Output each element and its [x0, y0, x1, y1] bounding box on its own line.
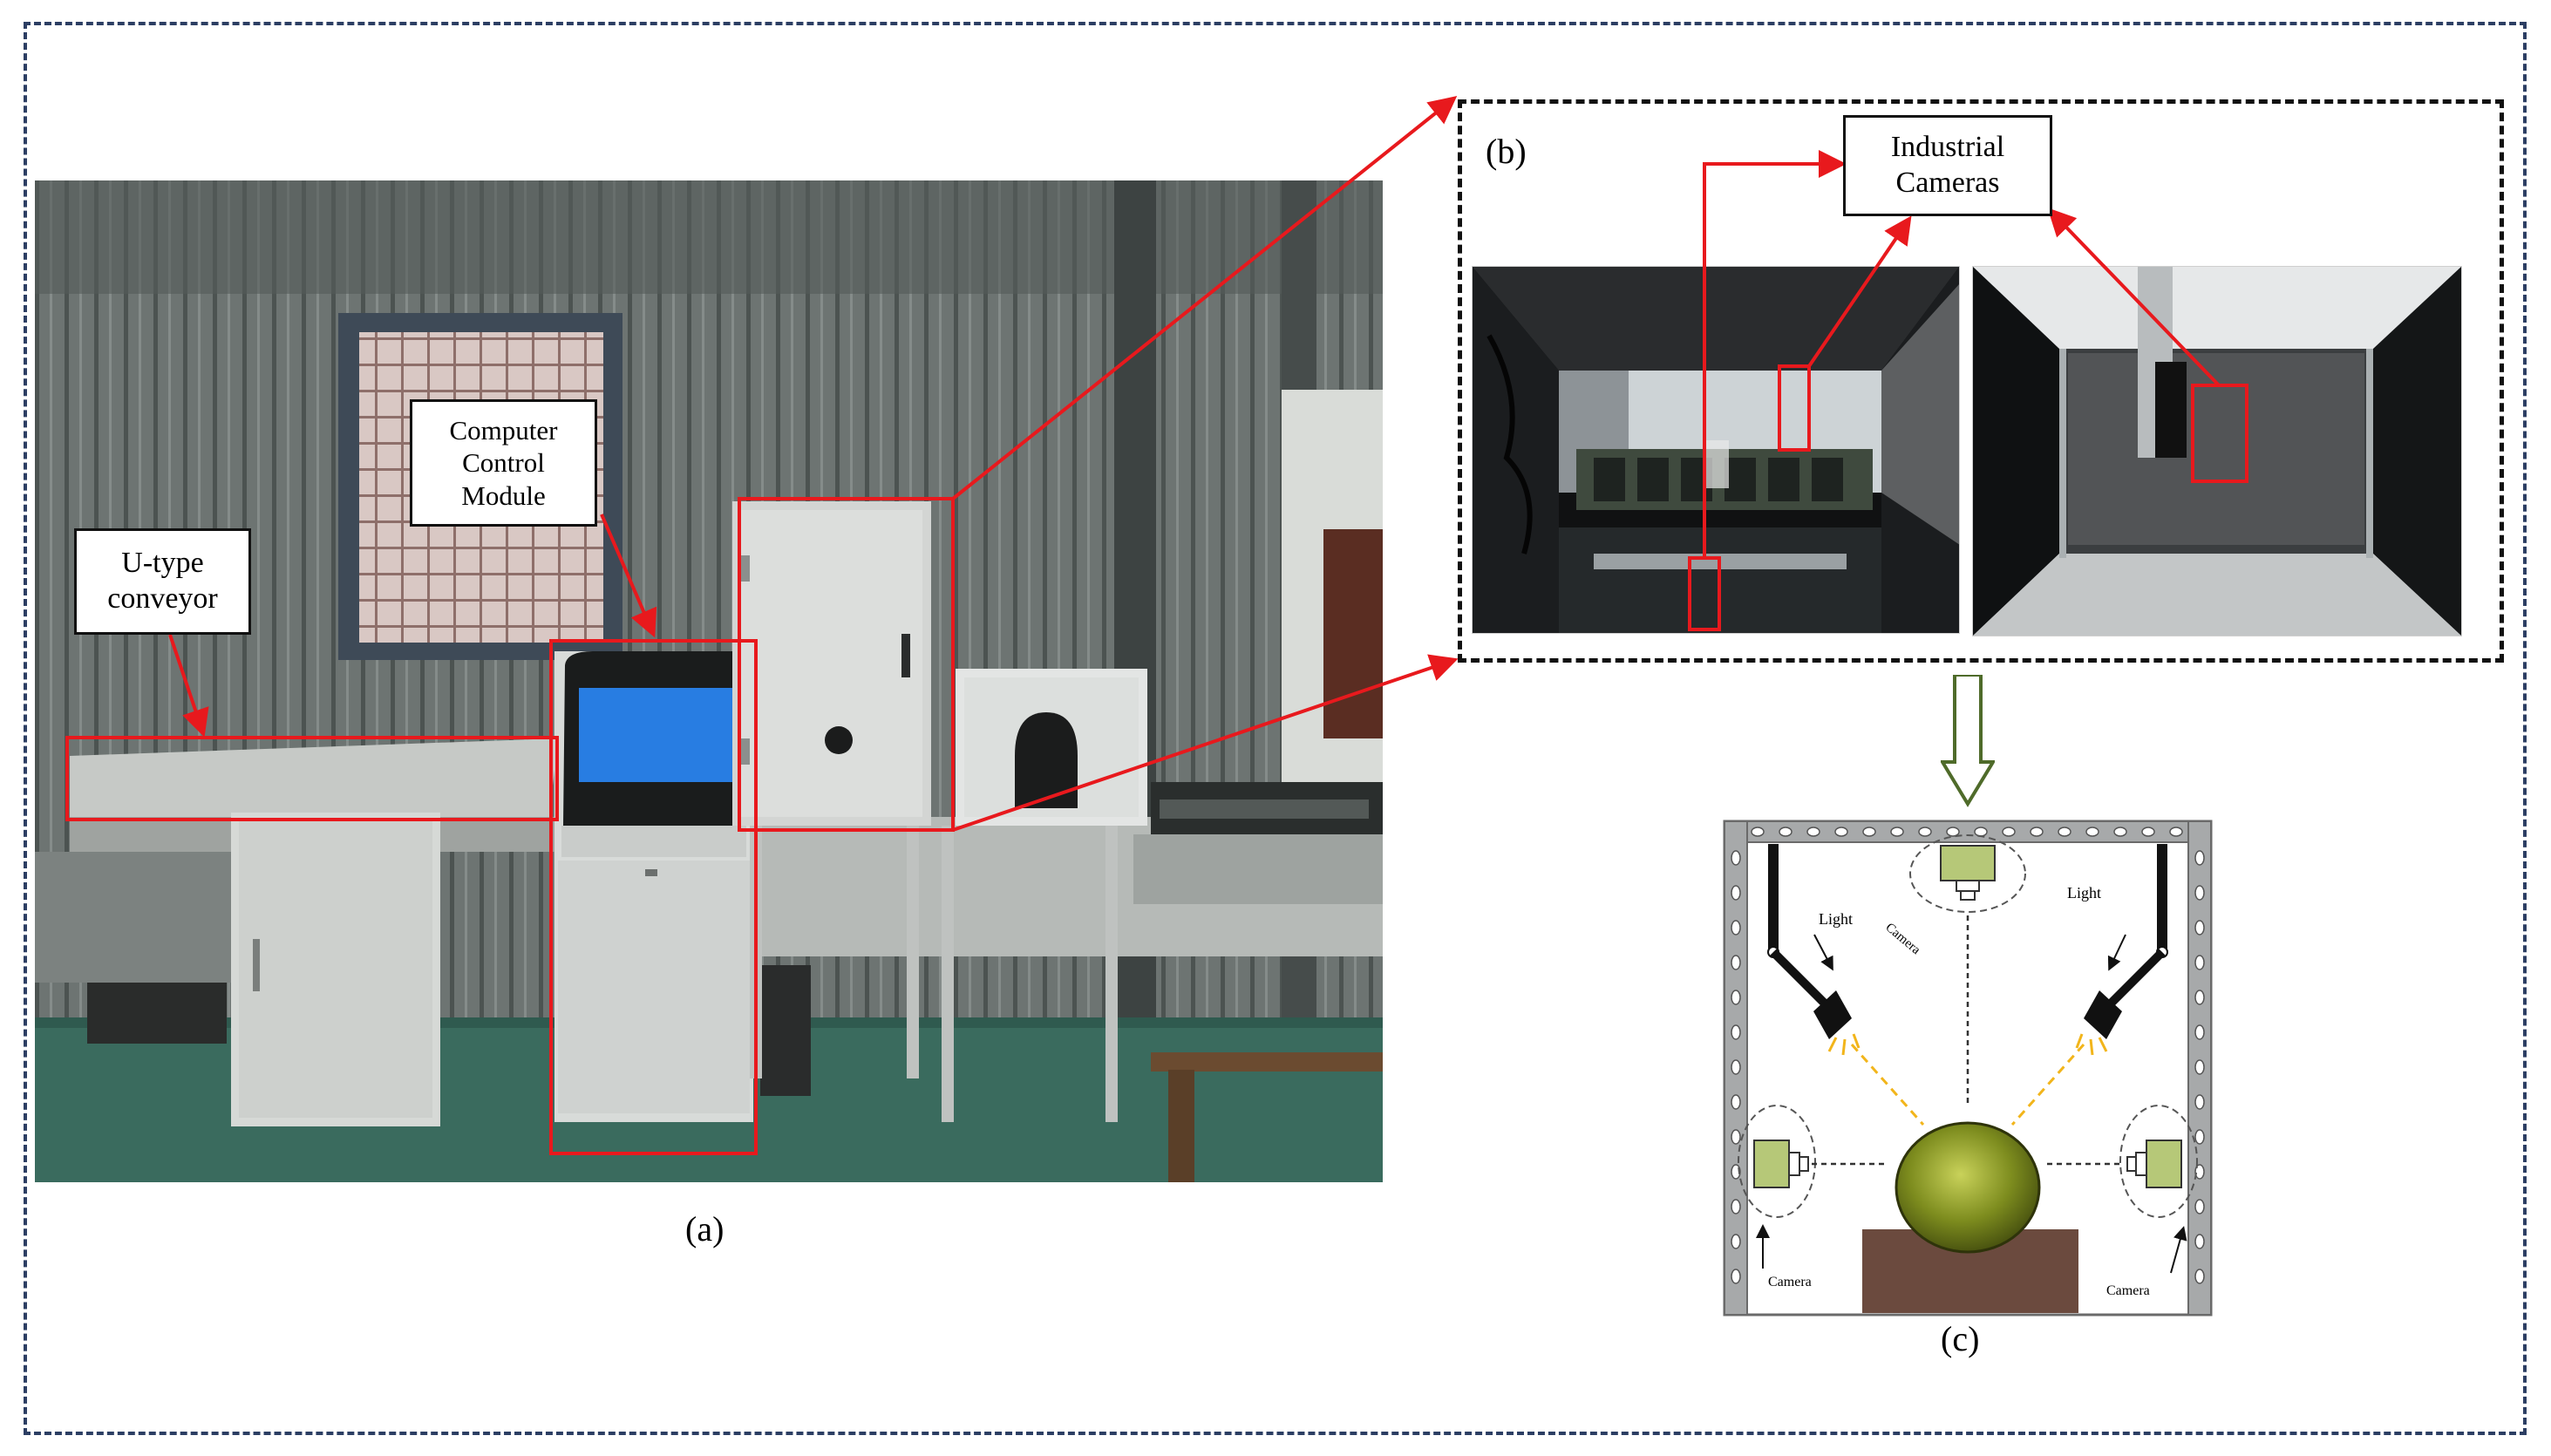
camera-chamber-photo-2: [1972, 266, 2462, 636]
chamber-schematic: Light Light Camera Camera Camera: [1723, 820, 2213, 1317]
conveyor-label: U-type conveyor: [74, 528, 251, 635]
camera-left-label: Camera: [1768, 1275, 1812, 1289]
camera-right-label: Camera: [2106, 1283, 2150, 1298]
down-arrow-icon: [1941, 675, 1995, 807]
control-module-label: Computer Control Module: [410, 399, 597, 527]
caption-b: (b): [1486, 132, 1527, 171]
light-left-label: Light: [1819, 910, 1853, 928]
industrial-cameras-label: Industrial Cameras: [1843, 115, 2052, 216]
factory-photo: [35, 180, 1383, 1182]
camera-chamber-photo-1: [1472, 266, 1960, 634]
light-right-label: Light: [2067, 884, 2101, 901]
caption-a: (a): [685, 1209, 724, 1248]
panel-b-frame: [1458, 99, 2504, 663]
outer-dashed-frame: [24, 22, 2527, 1435]
caption-c: (c): [1941, 1319, 1980, 1358]
